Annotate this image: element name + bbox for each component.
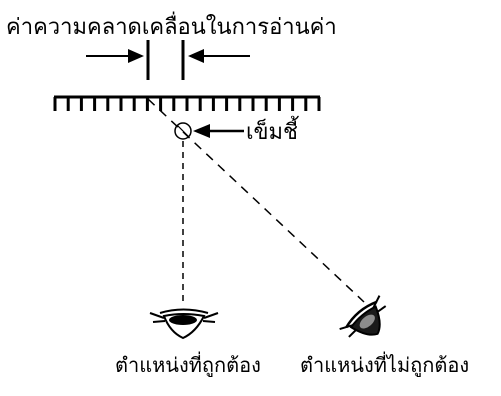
pupil — [169, 315, 197, 325]
left-arrow-head — [128, 49, 144, 63]
eyelash — [152, 320, 166, 323]
pointer-callout: เข็มชี้ — [193, 116, 299, 145]
incorrect-sight-line — [147, 98, 365, 303]
circle-pointer-icon — [174, 122, 192, 140]
eyelash — [203, 312, 219, 319]
eyelash — [149, 312, 165, 319]
measurement-scale — [53, 95, 321, 111]
correct-position-label: ตำแหน่งที่ถูกต้อง — [115, 351, 261, 378]
pointer-arrow-head — [193, 124, 210, 138]
incorrect-eye-icon — [339, 295, 387, 338]
eyelid — [345, 300, 378, 329]
incorrect-position-label: ตำแหน่งที่ไม่ถูกต้อง — [300, 351, 469, 378]
title-label: ค่าความคลาดเคลื่อนในการอ่านค่า — [6, 11, 337, 40]
eyelid — [159, 308, 209, 314]
eyelash — [202, 320, 216, 323]
error-width-indicator — [86, 40, 250, 80]
right-arrow-head — [188, 49, 204, 63]
correct-eye-icon — [149, 308, 219, 340]
pupil-highlight — [359, 314, 375, 329]
pointer-label: เข็มชี้ — [246, 116, 299, 145]
